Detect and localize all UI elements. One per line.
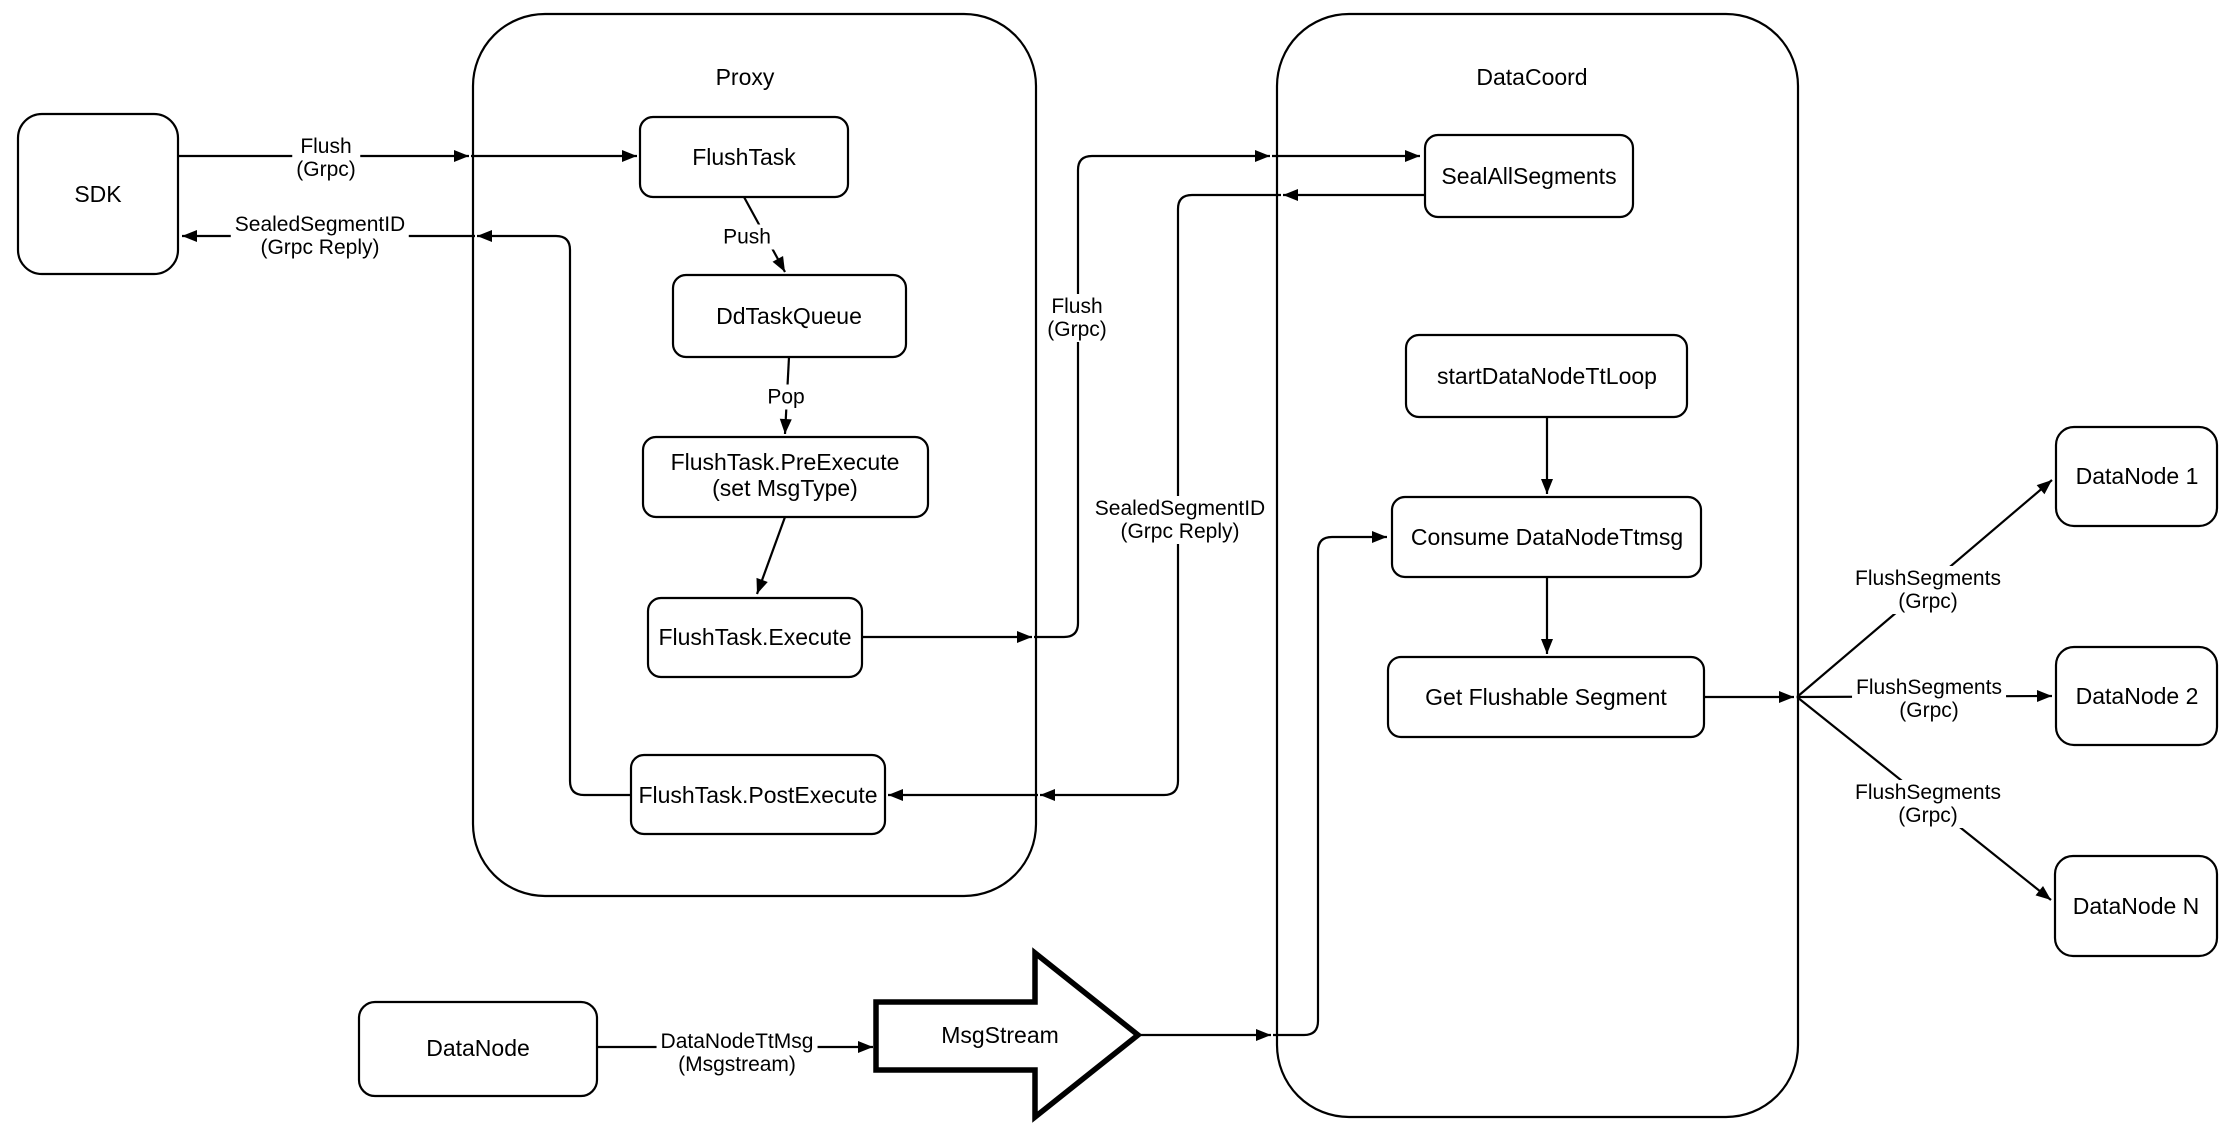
node-consume-label: Consume DataNodeTtmsg	[1411, 524, 1683, 550]
edge-label-flushsegments-2: FlushSegments (Grpc)	[1852, 675, 2006, 723]
edge-label-flush-mid-line2: (Grpc)	[1047, 318, 1107, 341]
edge-label-flushsegments-1: FlushSegments (Grpc)	[1851, 566, 2005, 614]
container-proxy: Proxy	[471, 12, 1038, 898]
node-flushtask-preexecute: FlushTask.PreExecute (set MsgType)	[641, 435, 930, 519]
node-startdatanodettloop-label: startDataNodeTtLoop	[1437, 363, 1657, 389]
node-sealallsegments: SealAllSegments	[1423, 133, 1635, 219]
node-datanode-n: DataNode N	[2053, 854, 2219, 958]
node-flushtask-postexecute: FlushTask.PostExecute	[629, 753, 887, 836]
edge-label-flush-grpc-mid: Flush (Grpc)	[1043, 294, 1111, 342]
edge-label-fs3-line2: (Grpc)	[1898, 804, 1958, 827]
edge-label-fs1-line2: (Grpc)	[1898, 590, 1958, 613]
node-datanoden-label: DataNode N	[2073, 893, 2200, 919]
node-datanode: DataNode	[357, 1000, 599, 1098]
node-ddtaskqueue: DdTaskQueue	[671, 273, 908, 359]
edge-label-fs2-line2: (Grpc)	[1899, 699, 1959, 722]
edge-reply-down-to-proxy	[1040, 193, 1281, 801]
node-datanode2-label: DataNode 2	[2076, 683, 2199, 709]
node-execute-label: FlushTask.Execute	[658, 624, 851, 650]
container-datacoord: DataCoord	[1275, 12, 1800, 1119]
node-flushtask-label: FlushTask	[692, 144, 796, 170]
edge-label-fs3-line1: FlushSegments	[1855, 781, 2001, 804]
node-flushtask: FlushTask	[638, 115, 850, 199]
edge-label-flush-mid-line1: Flush	[1051, 295, 1103, 318]
node-datanode1-label: DataNode 1	[2076, 463, 2199, 489]
edge-label-sdk-reply-line1: SealedSegmentID	[234, 213, 406, 236]
node-sealallsegments-label: SealAllSegments	[1441, 163, 1616, 189]
edge-label-ttmsg-line2: (Msgstream)	[678, 1053, 796, 1076]
edge-label-fs2-line1: FlushSegments	[1856, 676, 2002, 699]
edge-label-fs1-line1: FlushSegments	[1855, 567, 2001, 590]
node-preexecute-label-line1: FlushTask.PreExecute	[671, 449, 900, 475]
node-msgstream-arrow-shape: MsgStream	[873, 947, 1143, 1123]
edge-msgstream-up-to-consume	[1273, 531, 1387, 1037]
edge-label-sealed-mid-line2: (Grpc Reply)	[1120, 520, 1240, 543]
node-getflushable-label: Get Flushable Segment	[1425, 684, 1667, 710]
node-get-flushable-segment: Get Flushable Segment	[1386, 655, 1706, 739]
node-flushtask-execute: FlushTask.Execute	[646, 596, 864, 679]
edge-label-sdk-flush-grpc: Flush (Grpc)	[292, 134, 360, 182]
edge-flush-up-to-datacoord	[1034, 150, 1270, 639]
edge-label-flushsegments-3: FlushSegments (Grpc)	[1851, 780, 2005, 828]
node-datanode-1: DataNode 1	[2054, 425, 2219, 528]
edge-label-ttmsg-line1: DataNodeTtMsg	[660, 1030, 814, 1053]
edge-label-sdk-flush-line2: (Grpc)	[296, 158, 356, 181]
edge-label-sealedsegmentid-mid: SealedSegmentID (Grpc Reply)	[1090, 496, 1270, 544]
edge-label-push: Push	[719, 224, 775, 250]
container-datacoord-title: DataCoord	[1476, 64, 1587, 90]
edge-label-sdk-flush-line1: Flush	[300, 135, 352, 158]
edge-label-datanodettmsg: DataNodeTtMsg (Msgstream)	[656, 1029, 818, 1077]
node-datanode-label: DataNode	[426, 1035, 530, 1061]
edge-postexecute-to-proxyedge	[477, 230, 631, 797]
node-startdatanodettloop: startDataNodeTtLoop	[1404, 333, 1689, 419]
edge-label-pop: Pop	[763, 384, 809, 410]
edge-label-sdk-reply-line2: (Grpc Reply)	[260, 236, 380, 259]
node-preexecute-label-line2: (set MsgType)	[712, 475, 858, 501]
node-msgstream-label: MsgStream	[941, 1022, 1059, 1048]
edge-preexecute-to-execute	[755, 516, 787, 595]
node-postexecute-label: FlushTask.PostExecute	[638, 782, 877, 808]
node-sdk: SDK	[16, 112, 180, 276]
edge-label-sealed-mid-line1: SealedSegmentID	[1094, 497, 1266, 520]
node-datanode-2: DataNode 2	[2054, 645, 2219, 747]
node-consume-datanodettmsg: Consume DataNodeTtmsg	[1390, 495, 1703, 579]
edge-label-sdk-sealedsegmentid: SealedSegmentID (Grpc Reply)	[230, 212, 410, 260]
node-sdk-label: SDK	[74, 181, 122, 207]
node-ddtaskqueue-label: DdTaskQueue	[716, 303, 862, 329]
container-proxy-title: Proxy	[716, 64, 775, 90]
